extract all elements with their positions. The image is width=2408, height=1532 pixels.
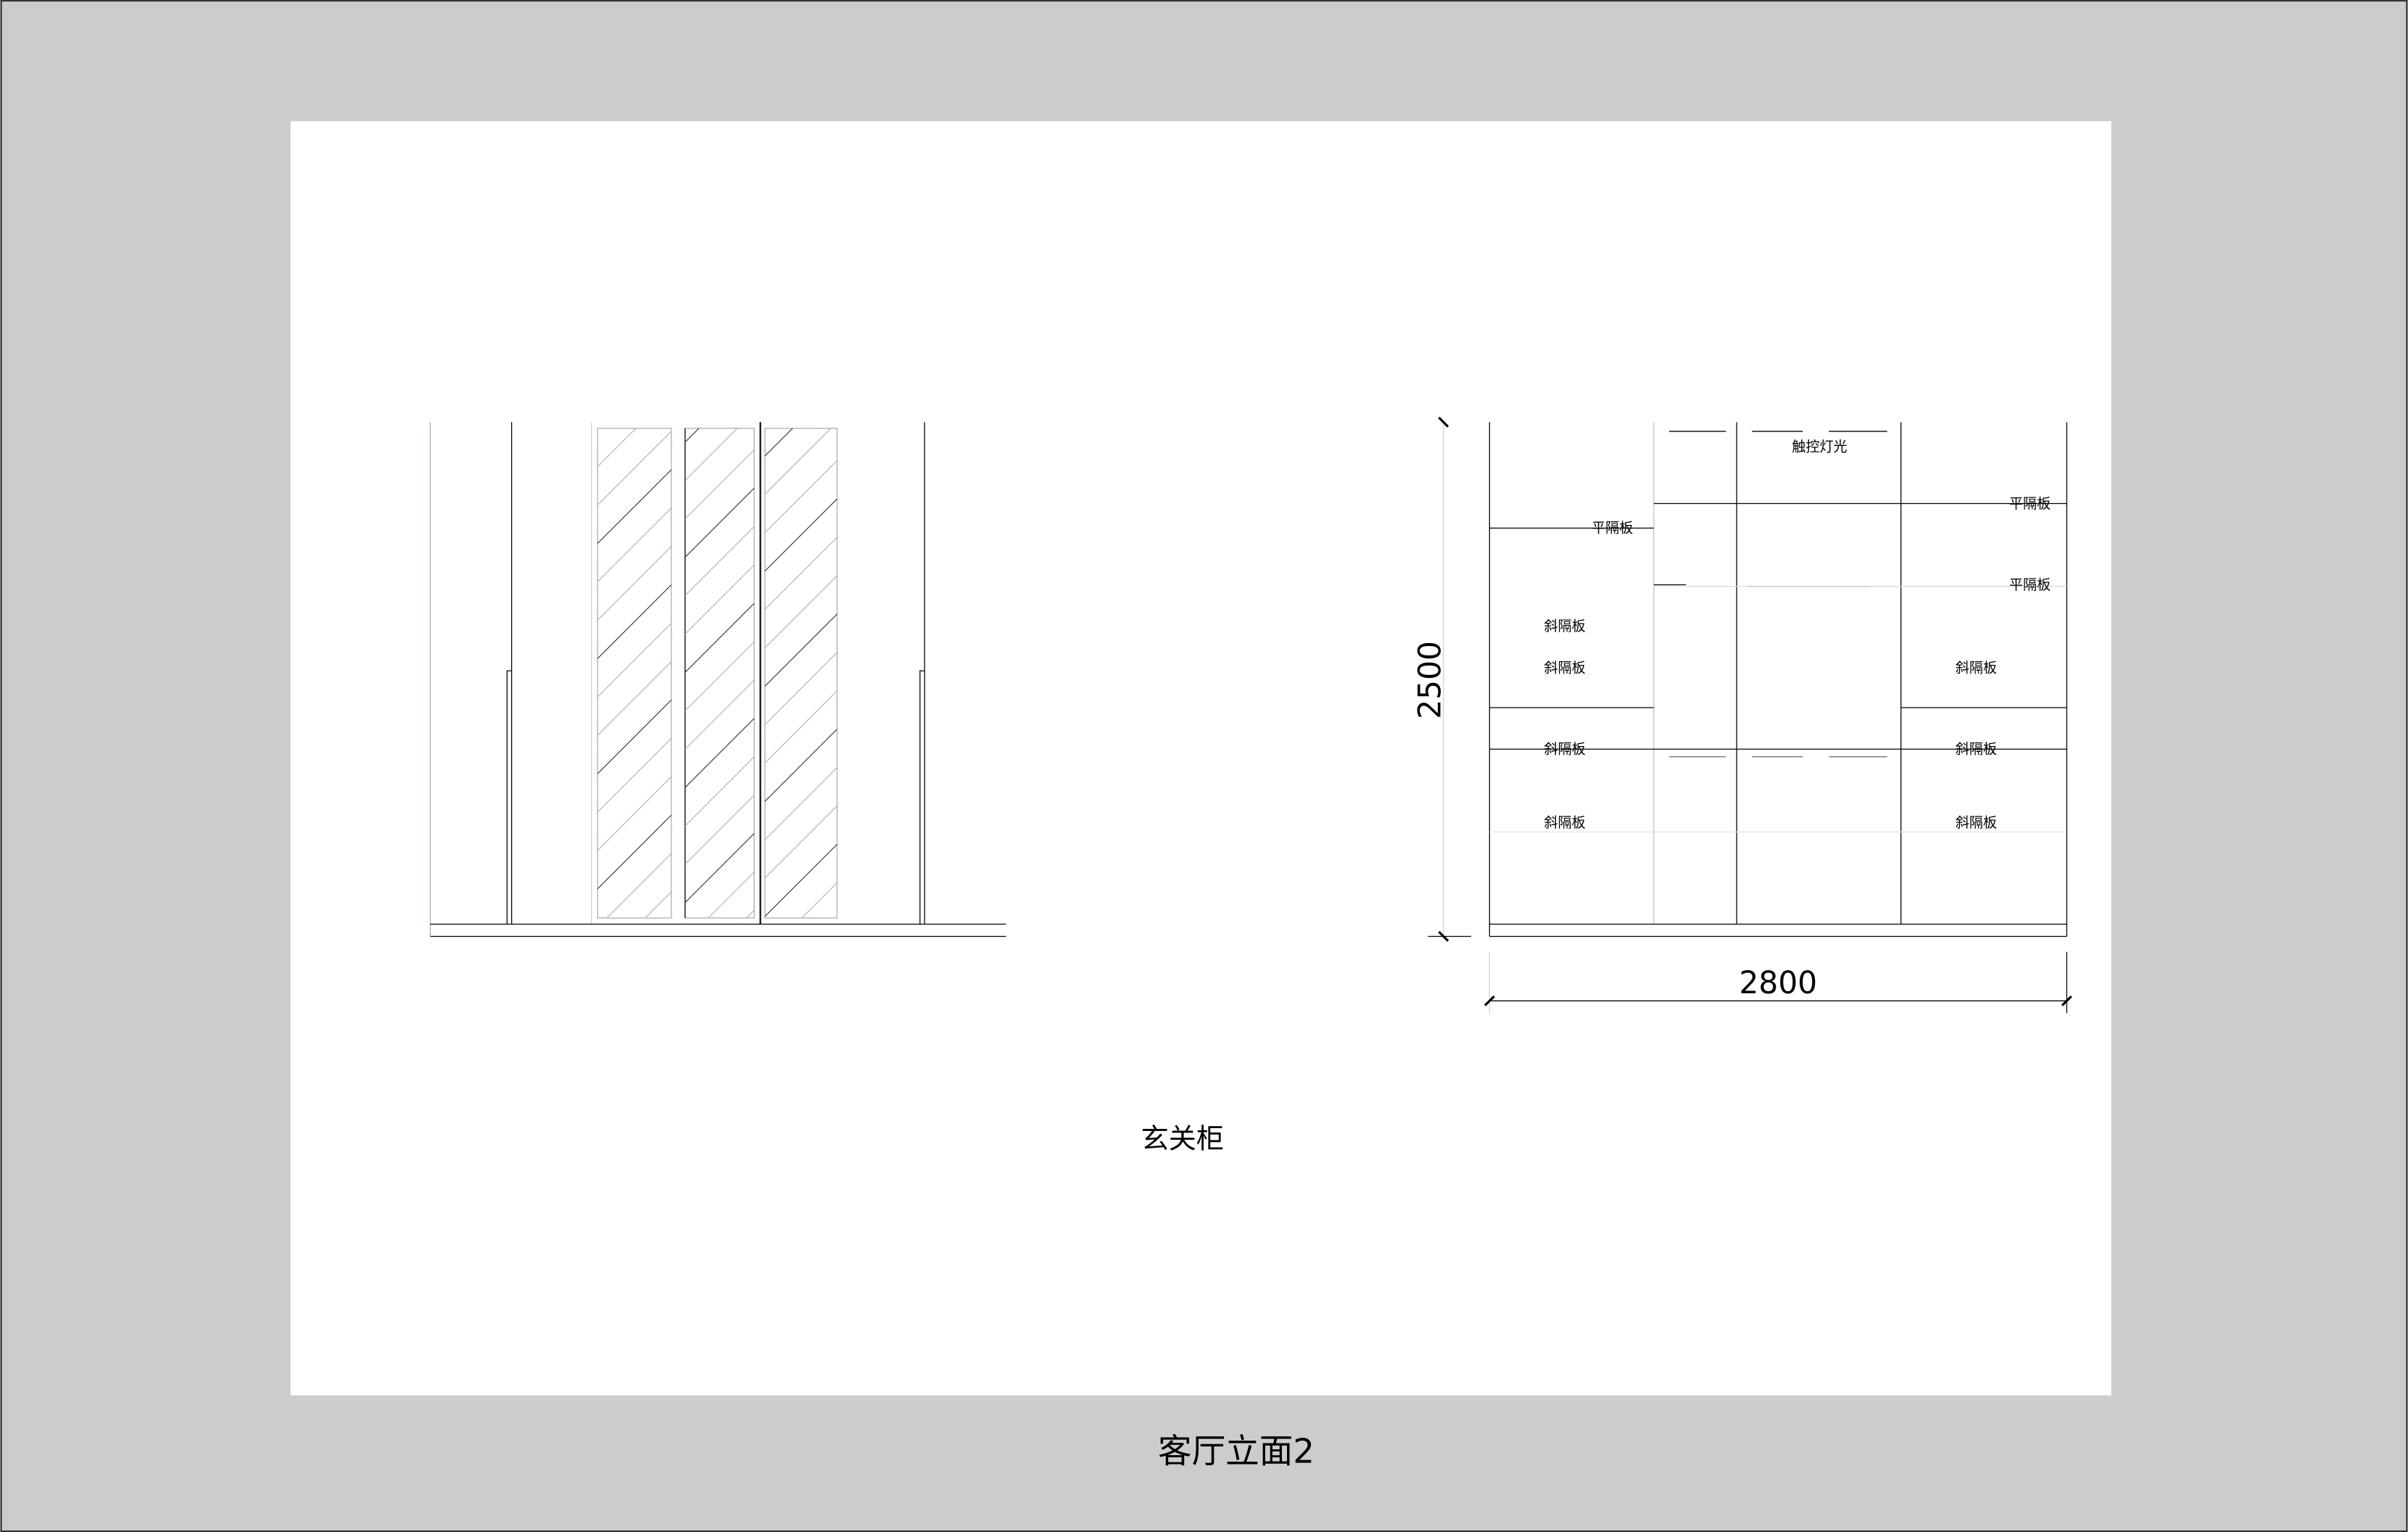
hatch-line bbox=[801, 882, 837, 919]
hatch-line bbox=[764, 729, 837, 802]
hatch-line bbox=[645, 891, 672, 919]
dimension-height bbox=[1428, 416, 1471, 942]
view-title: 玄关柜 bbox=[1141, 1123, 1224, 1155]
hatch-line bbox=[597, 738, 672, 813]
hatch-line bbox=[597, 776, 672, 851]
hatch-line bbox=[708, 871, 755, 919]
hatch-line bbox=[597, 469, 672, 544]
hatch-line bbox=[764, 428, 832, 495]
hatch-line bbox=[764, 537, 837, 610]
hatch-line bbox=[764, 690, 837, 763]
slant-shelf-label: 斜隔板 bbox=[1956, 660, 1997, 676]
hatch-line bbox=[764, 613, 837, 687]
touch-light-label: 触控灯光 bbox=[1792, 439, 1847, 455]
slant-shelf-label: 斜隔板 bbox=[1956, 815, 1997, 831]
hatch-line bbox=[684, 428, 700, 443]
glass-panel-1 bbox=[597, 428, 672, 919]
hatch-line bbox=[606, 853, 672, 919]
hatch-line bbox=[684, 564, 755, 634]
hatch-line bbox=[684, 756, 755, 827]
hatch-line bbox=[597, 584, 672, 659]
hatch-line bbox=[597, 814, 672, 890]
hatch-line bbox=[684, 603, 755, 673]
glass-hatching bbox=[597, 428, 837, 919]
left-elevation bbox=[429, 422, 1006, 937]
slant-shelf-label: 斜隔板 bbox=[1956, 742, 1997, 758]
hatch-line bbox=[764, 575, 837, 648]
hatch-line bbox=[597, 661, 672, 736]
hatch-line bbox=[764, 767, 837, 840]
hatch-line bbox=[597, 700, 672, 774]
hatch-line bbox=[764, 844, 837, 917]
flat-shelf-label: 平隔板 bbox=[2009, 577, 2051, 593]
hatch-line bbox=[597, 508, 672, 582]
slant-shelf-label: 斜隔板 bbox=[1544, 742, 1585, 758]
slant-shelf-label: 斜隔板 bbox=[1544, 815, 1585, 831]
hatch-line bbox=[684, 487, 755, 558]
hatch-line bbox=[746, 910, 755, 919]
hatch-line bbox=[684, 526, 755, 596]
slant-shelf-label: 斜隔板 bbox=[1544, 660, 1585, 676]
hatch-line bbox=[764, 460, 837, 534]
paper bbox=[290, 121, 2111, 1396]
flat-shelf-label: 平隔板 bbox=[1592, 521, 1633, 537]
sheet-title: 客厅立面2 bbox=[1158, 1432, 1315, 1471]
hatch-line bbox=[764, 652, 837, 725]
glass-panel-3 bbox=[764, 428, 838, 919]
height-dimension-label: 2500 bbox=[1412, 641, 1448, 719]
right-elevation bbox=[1489, 422, 2068, 937]
hatch-line bbox=[597, 546, 672, 621]
width-dimension-label: 2800 bbox=[1739, 965, 1817, 1001]
hatch-line bbox=[764, 498, 837, 571]
hatch-line bbox=[597, 428, 637, 468]
hatch-line bbox=[684, 428, 738, 481]
hatch-line bbox=[684, 449, 755, 519]
hatch-line bbox=[684, 795, 755, 865]
hatch-line bbox=[684, 679, 755, 750]
slant-shelf-label: 斜隔板 bbox=[1544, 618, 1585, 634]
hatch-line bbox=[684, 833, 755, 903]
hatch-line bbox=[764, 428, 793, 457]
dimension-width bbox=[1484, 951, 2072, 1014]
hatch-line bbox=[764, 806, 837, 879]
hatch-line bbox=[684, 718, 755, 788]
hatch-line bbox=[597, 431, 672, 505]
hatch-line bbox=[684, 641, 755, 711]
hatch-line bbox=[597, 623, 672, 697]
flat-shelf-label: 平隔板 bbox=[2009, 496, 2051, 512]
